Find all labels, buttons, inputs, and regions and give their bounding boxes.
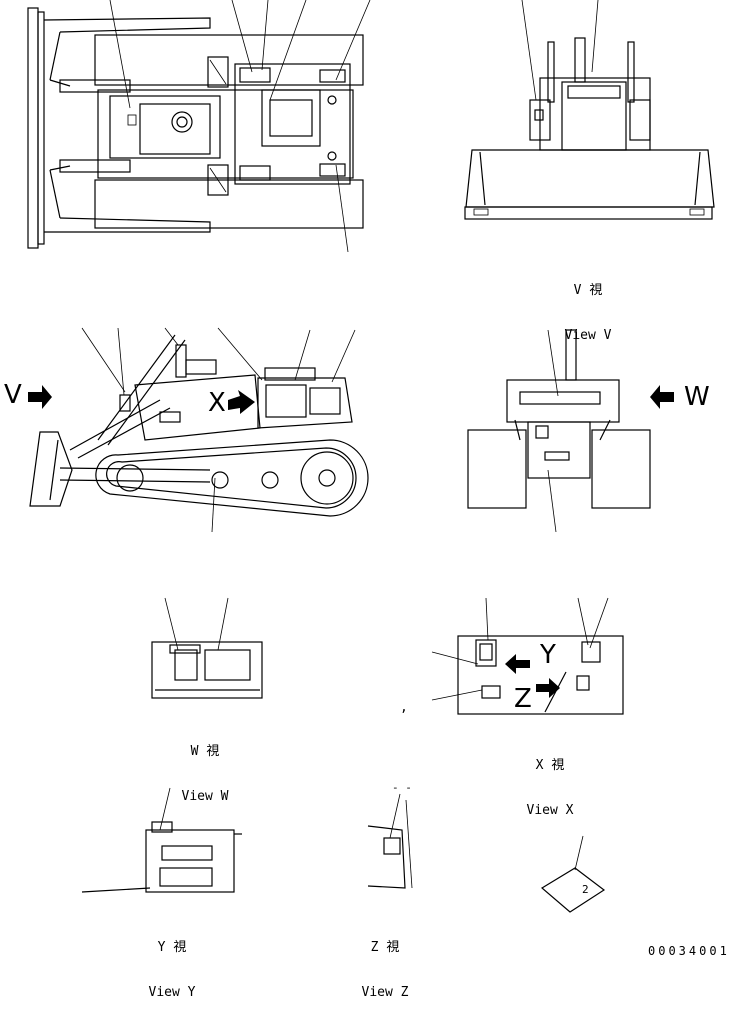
view-x-caption: X 視 View X [510,728,590,833]
view-y-caption-jp: Y 視 [157,940,187,955]
view-z-caption: Z 視 View Z [345,910,425,1015]
side-view [28,327,369,533]
dash-mark: - - [392,781,412,794]
view-x-drawing [431,597,624,715]
view-w-caption-jp: W 視 [190,744,220,759]
view-v-arrow-letter: V [4,380,22,410]
view-z-caption-en: View Z [361,985,409,1000]
comma-mark: , [400,700,408,715]
view-v-drawing [464,0,715,220]
view-z-arrow-letter: Z [514,684,532,714]
view-w-caption: W 視 View W [165,714,245,819]
view-w-caption-en: View W [181,789,229,804]
view-v-caption: V 視 View V [548,253,628,358]
rear-view [467,329,674,533]
view-x-caption-jp: X 視 [535,758,565,773]
view-y-arrow [505,654,530,674]
view-z-caption-jp: Z 視 [370,940,400,955]
plan-view [27,0,371,253]
view-y-drawing [81,787,242,893]
drawing-number: 00034001 [648,944,730,958]
view-w-drawing [151,597,263,699]
view-w-arrow-letter: W [684,382,710,412]
view-v-caption-en: View V [564,328,612,343]
view-z-drawing [367,793,413,889]
view-w-arrow [650,385,674,409]
view-x-arrow [228,390,255,414]
view-x-caption-en: View X [526,803,574,818]
view-y-caption-en: View Y [148,985,196,1000]
view-z-arrow [536,678,560,698]
view-x-arrow-letter: X [208,388,226,418]
label-number: 2 [582,883,589,896]
label-detail [540,835,606,913]
decal-location-diagram [27,0,715,913]
view-y-arrow-letter: Y [540,640,556,670]
view-v-arrow [28,385,52,409]
view-y-caption: Y 視 View Y [132,910,212,1015]
view-v-caption-jp: V 視 [573,283,603,298]
